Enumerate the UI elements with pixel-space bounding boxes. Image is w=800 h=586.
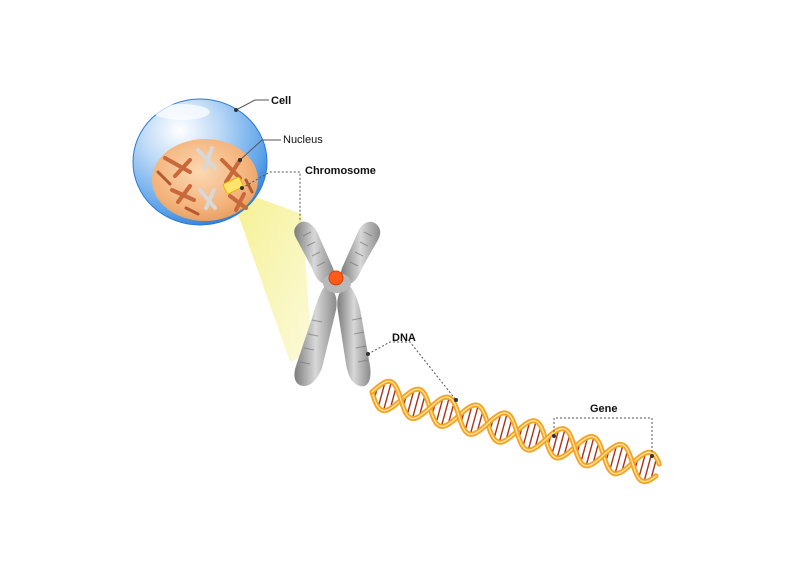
dna-base-pair [585,436,595,467]
dna-strand-highlight [371,380,657,483]
zoom-beam [232,190,312,362]
dna-base-pair [435,397,444,424]
dna-base-pair [382,381,393,411]
leader-gene [553,417,653,456]
chromosome [294,221,381,387]
leader-cell [235,99,269,111]
dna-strand-highlight [371,388,660,475]
dna-base-pair [493,413,502,439]
dna-base-pair [609,445,618,471]
leader-dna [367,341,457,401]
dna-base-pair [556,428,566,459]
dna-base-pair [406,389,415,416]
dna-base-pair [464,405,473,432]
label-dna: DNA [392,332,416,344]
dna-base-pair [498,413,508,443]
dna-base-pair [440,397,450,427]
leader-nucleus [239,139,281,161]
dna-base-pair [377,381,386,408]
dna-base-pair [522,421,531,447]
dna-base-pair [527,421,537,451]
cell-highlight [154,104,210,120]
highlighted-chromosome-box [222,176,244,195]
dna-base-pair [411,389,421,419]
dna-base-pair [614,444,624,474]
leader-lines [234,99,654,458]
dna-base-pair [643,452,653,482]
dna-base-pair [638,452,647,479]
leader-chromosome [241,171,301,222]
nucleus-chromosomes [156,146,254,216]
dna-base-pair [580,437,589,463]
label-chromosome: Chromosome [305,165,376,177]
dna-base-pair [551,429,560,455]
dna-helix [369,378,662,485]
dna-base-pair [469,405,479,435]
centromere [328,270,344,286]
label-cell: Cell [271,95,292,107]
label-nucleus: Nucleus [283,134,323,146]
label-gene: Gene [590,403,618,415]
